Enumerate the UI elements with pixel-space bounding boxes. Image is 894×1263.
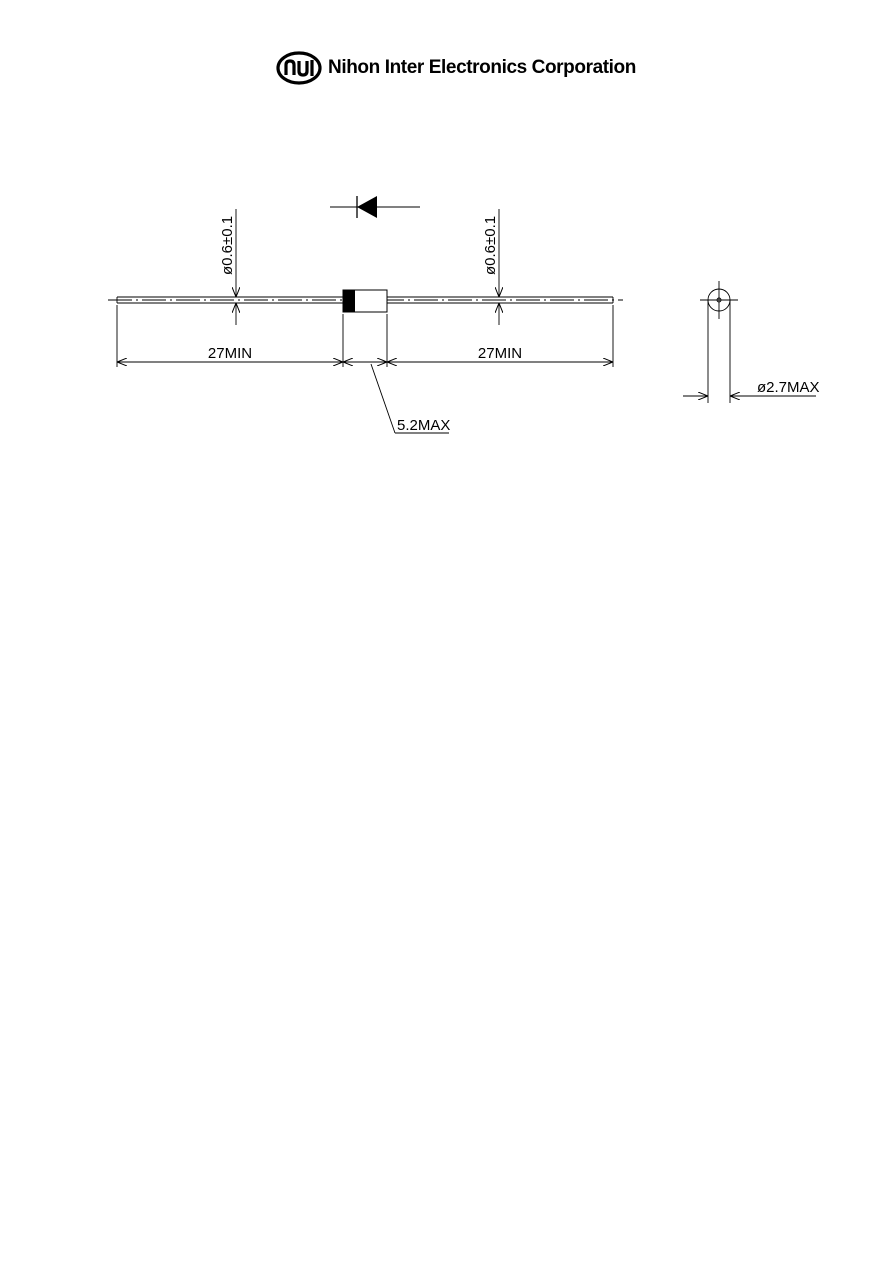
lead-length-right-label: 27MIN	[478, 345, 522, 362]
lead-diameter-left-label: ø0.6±0.1	[219, 216, 236, 275]
lead-diameter-right-dim: ø0.6±0.1	[482, 209, 499, 325]
diode-symbol-icon	[330, 196, 420, 218]
company-name: Nihon Inter Electronics Corporation	[328, 57, 636, 78]
lead-left	[116, 296, 343, 304]
body-length-dim: 5.2MAX	[343, 362, 450, 434]
lead-length-left-label: 27MIN	[208, 345, 252, 362]
diode-body	[342, 289, 388, 313]
header: Nihon Inter Electronics Corporation	[276, 51, 636, 85]
nie-logo-icon	[276, 51, 322, 85]
cathode-band	[343, 290, 355, 312]
lead-diameter-right-label: ø0.6±0.1	[482, 216, 499, 275]
body-length-label: 5.2MAX	[397, 417, 450, 434]
body-diameter-label: ø2.7MAX	[757, 379, 820, 396]
lead-diameter-left-dim: ø0.6±0.1	[219, 209, 236, 325]
lead-length-left-dim: 27MIN	[117, 345, 343, 362]
lead-length-right-dim: 27MIN	[387, 345, 613, 362]
end-view: ø2.7MAX	[683, 281, 820, 403]
